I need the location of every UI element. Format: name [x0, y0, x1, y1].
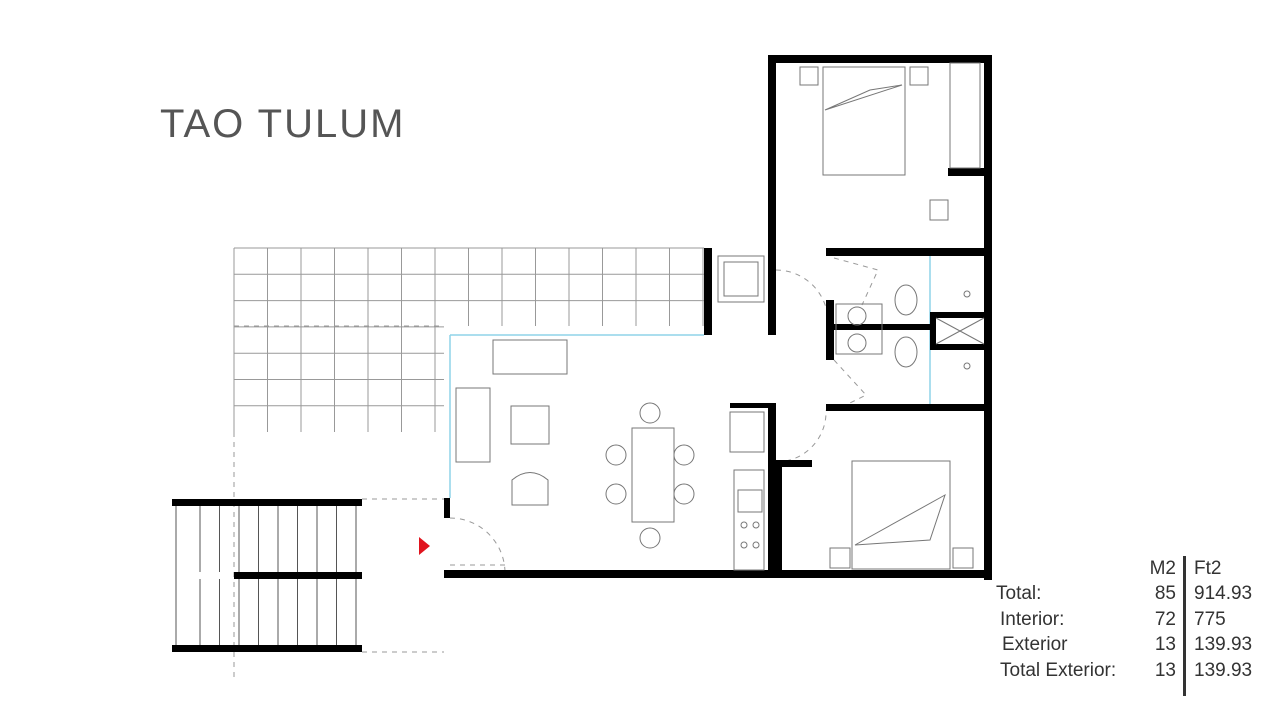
- row-m2: 85: [1154, 583, 1176, 605]
- row-ft2: 139.93: [1194, 634, 1253, 656]
- sofa: [492, 339, 568, 375]
- ft2-header: Ft2: [1194, 557, 1222, 579]
- m2-header: M2: [1149, 557, 1176, 579]
- area-table-header: M2 Ft2: [996, 556, 1252, 582]
- furniture: [455, 62, 985, 571]
- row-ft2: 775: [1194, 608, 1226, 630]
- row-label: Total:: [996, 583, 1042, 605]
- row-label: Interior:: [1000, 608, 1065, 630]
- glass-lines: [449, 90, 989, 545]
- row-m2: 72: [1154, 608, 1176, 630]
- armchair: [455, 387, 491, 463]
- dining-table: [631, 427, 675, 523]
- entry-marker: [419, 537, 430, 555]
- row-label: Total Exterior:: [1000, 659, 1117, 681]
- area-row: Exterior 13 139.93: [996, 633, 1252, 659]
- row-label: Exterior: [1002, 634, 1068, 656]
- bed-2: [851, 460, 951, 570]
- staircase: [175, 499, 357, 652]
- walls: [172, 55, 992, 652]
- row-m2: 13: [1154, 634, 1176, 656]
- project-title: TAO TULUM: [160, 102, 406, 146]
- terrace-tiles: [233, 247, 704, 432]
- area-table: M2 Ft2 Total: 85 914.93 Interior: 72 775 Ext…: [996, 556, 1252, 684]
- area-row: Interior: 72 775: [996, 607, 1252, 633]
- row-ft2: 914.93: [1194, 583, 1253, 605]
- dashed-lines: [233, 257, 879, 680]
- bed-1: [822, 66, 906, 176]
- area-row: Total Exterior: 13 139.93: [996, 658, 1252, 684]
- table-divider: [1183, 556, 1186, 696]
- area-row: Total: 85 914.93: [996, 582, 1252, 608]
- row-ft2: 139.93: [1194, 659, 1253, 681]
- row-m2: 13: [1154, 659, 1176, 681]
